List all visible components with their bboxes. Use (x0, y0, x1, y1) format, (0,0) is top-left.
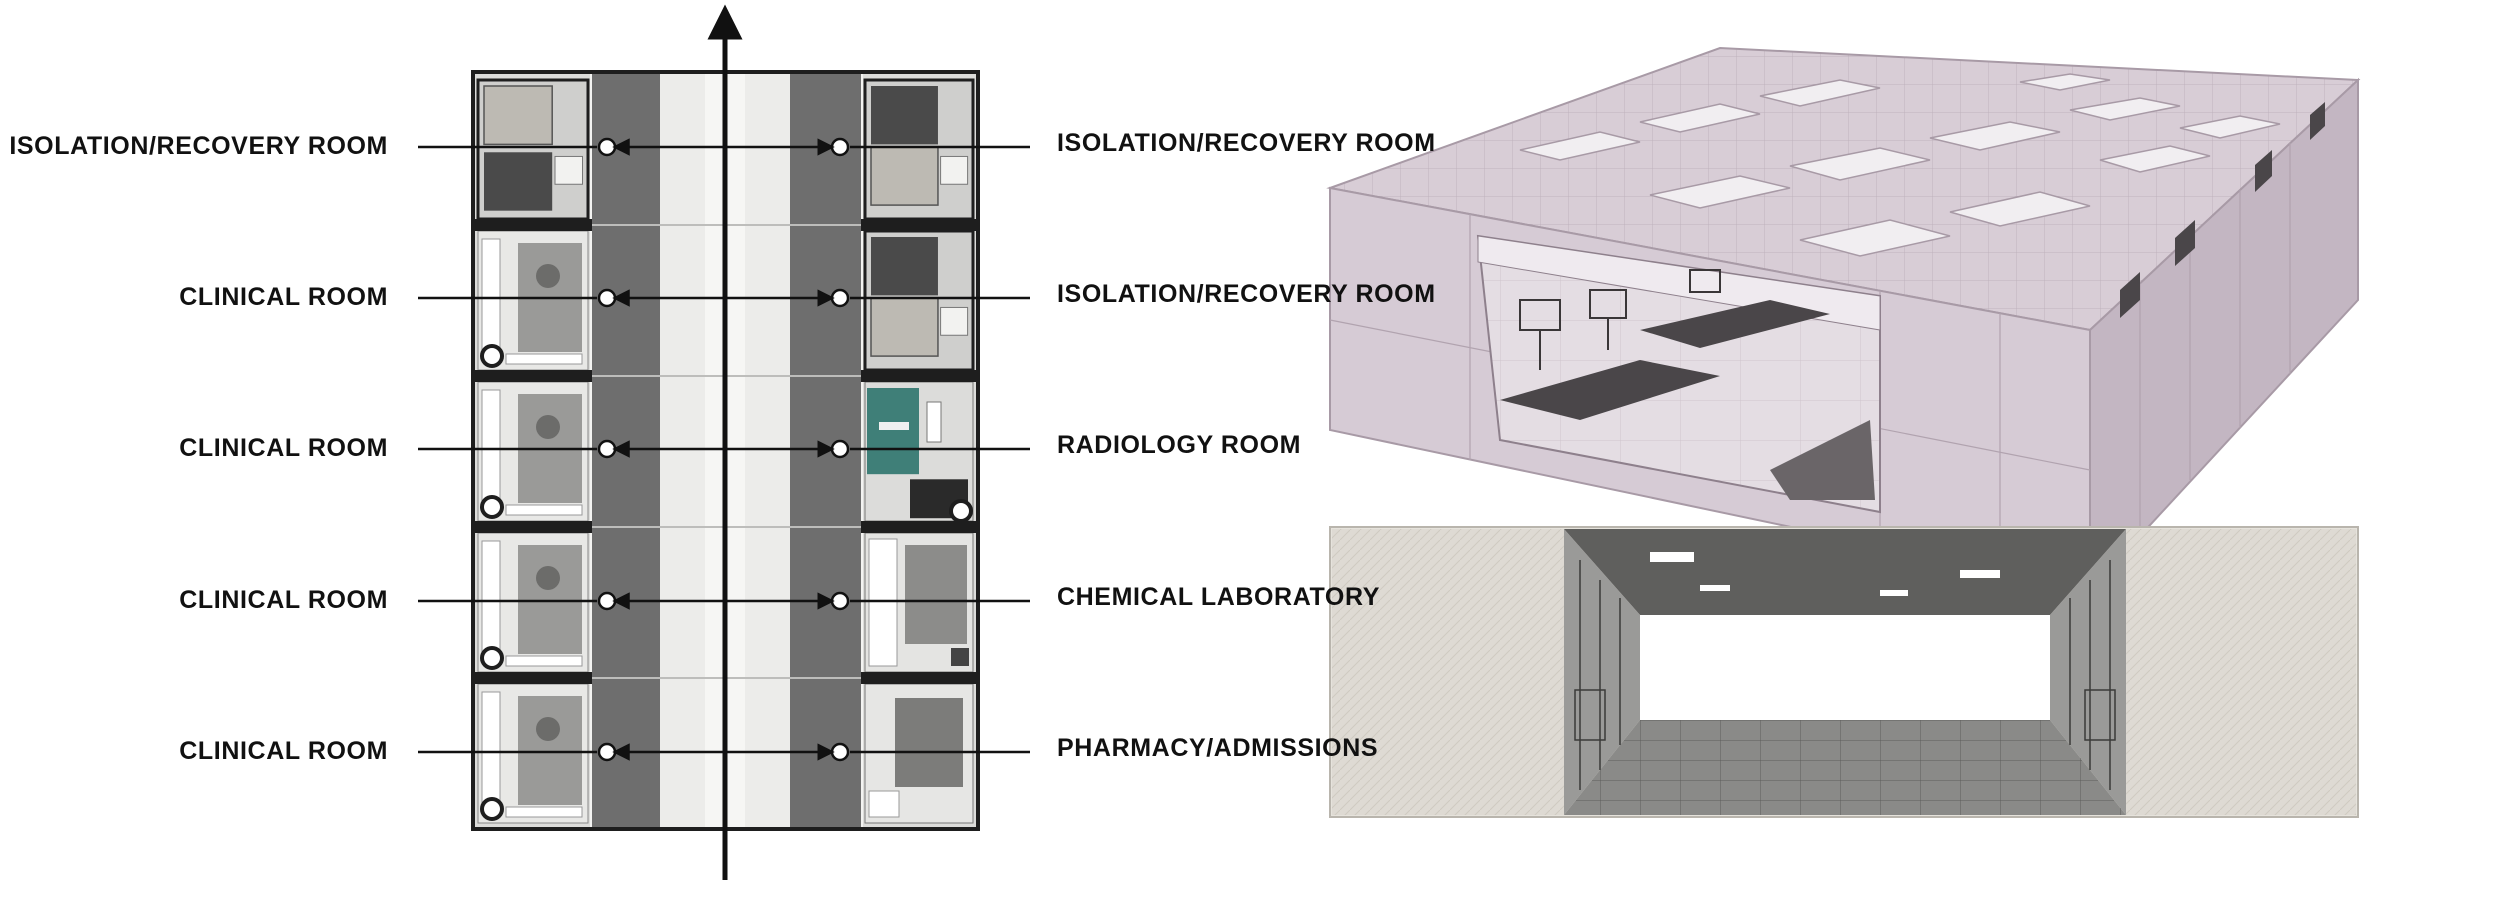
room-marker-left (597, 439, 617, 459)
room-marker-left (597, 591, 617, 611)
room-label-right: RADIOLOGY ROOM (1057, 431, 1302, 459)
module-wall-left (475, 521, 592, 533)
section-vanishing-opening (1640, 615, 2050, 720)
isometric-module-view (1326, 46, 2361, 593)
plan-room-isolation (863, 78, 975, 221)
section-perspective-view (1329, 526, 2359, 818)
module-wall-right (861, 370, 976, 382)
room-label-right: ISOLATION/RECOVERY ROOM (1057, 280, 1436, 308)
module-separators (475, 219, 976, 684)
section-right-wall (2050, 529, 2126, 815)
plan-room-clinical (477, 532, 589, 673)
plan-room-radiology (864, 381, 974, 523)
plan-room-laboratory (864, 532, 974, 673)
room-marker-right (830, 439, 850, 459)
room-label-left: CLINICAL ROOM (179, 434, 388, 462)
plan-room-isolation (476, 78, 590, 221)
right-corridor (790, 74, 861, 827)
room-marker-right (830, 288, 850, 308)
section-left-wall (1564, 529, 1640, 815)
plan-room-isolation (863, 229, 975, 372)
roof-skylights (1519, 73, 2281, 257)
plan-room-details (476, 78, 975, 824)
room-marker-right (830, 591, 850, 611)
room-marker-right (830, 137, 850, 157)
module-wall-right (861, 219, 976, 231)
room-label-left: CLINICAL ROOM (179, 283, 388, 311)
interior-rug-2 (1640, 300, 1830, 348)
module-wall-right (861, 521, 976, 533)
section-ceiling (1564, 529, 2126, 615)
interior-rug-3 (1770, 420, 1875, 500)
room-label-left: CLINICAL ROOM (179, 586, 388, 614)
room-marker-left (597, 742, 617, 762)
room-marker-right (830, 742, 850, 762)
section-lights (1650, 552, 2000, 596)
room-label-right: CHEMICAL LABORATORY (1057, 583, 1380, 611)
room-marker-left (597, 288, 617, 308)
section-floor (1564, 720, 2126, 815)
room-label-right: PHARMACY/ADMISSIONS (1057, 734, 1379, 762)
section-wall-details (1574, 560, 2116, 790)
section-left-wing (1332, 529, 1564, 815)
room-label-right: ISOLATION/RECOVERY ROOM (1057, 129, 1436, 157)
plan-room-clinical (477, 230, 589, 371)
plan-room-pharmacy (864, 683, 974, 824)
facade-windows (2120, 102, 2325, 318)
room-marker-left (597, 137, 617, 157)
section-right-wing (2126, 529, 2356, 815)
module-wall-right (861, 672, 976, 684)
module-wall-left (475, 672, 592, 684)
room-label-left: CLINICAL ROOM (179, 737, 388, 765)
room-leaders (418, 137, 1030, 762)
module-wall-left (475, 219, 592, 231)
room-label-left: ISOLATION/RECOVERY ROOM (9, 132, 388, 160)
module-wall-left (475, 370, 592, 382)
interior-rug-1 (1500, 360, 1720, 420)
plan-room-clinical (477, 683, 589, 824)
plan-room-clinical (477, 381, 589, 522)
interior-workstations (1519, 269, 1721, 370)
